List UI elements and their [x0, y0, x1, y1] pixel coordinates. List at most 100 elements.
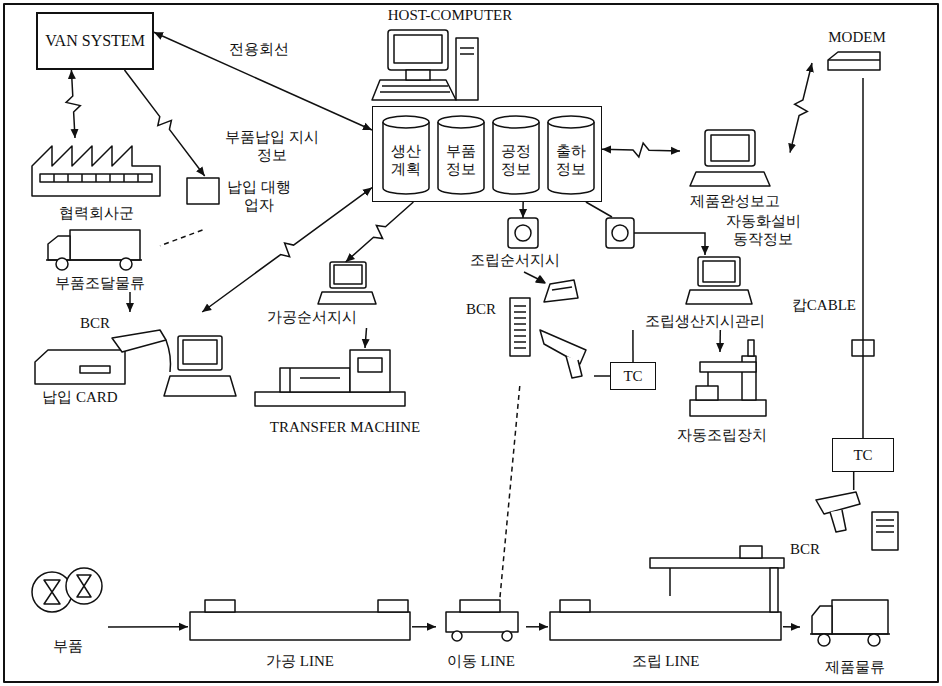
card-station: BCR납입 CARD: [30, 312, 240, 408]
machining-line: 가공 LINE: [188, 598, 412, 670]
assembly-order-device: 조립순서지시: [450, 218, 580, 308]
connector: [853, 472, 855, 490]
cylinder-outline: [493, 116, 539, 128]
completion-terminal-label: 제품완성보고: [690, 192, 780, 210]
conveyor: [502, 631, 512, 641]
barcode-gun: [876, 525, 894, 527]
truck-icon: [56, 258, 68, 270]
modem: MODEM: [812, 28, 902, 78]
conveyor: [550, 612, 781, 640]
barcode-reader-label: BCR: [466, 300, 506, 318]
transfer-line-label: 이동 LINE: [447, 652, 515, 670]
barcode-reader: BCR: [790, 490, 905, 560]
terminal-icon: [690, 172, 770, 186]
parts-icon: [77, 575, 91, 597]
agent-box: [187, 178, 219, 204]
assembly-order-device-label: 조립순서지시: [450, 251, 580, 269]
card-reader-station: [35, 350, 125, 384]
database-cylinder-label: 부품 정보: [444, 142, 478, 178]
card-reader-station: [178, 336, 222, 370]
connector: [632, 330, 634, 362]
truck-icon: [818, 634, 830, 646]
truck-icon: [48, 236, 70, 260]
connector: [522, 202, 524, 218]
card-reader-station: [183, 340, 217, 364]
crane: [669, 568, 671, 596]
connector: [346, 202, 414, 262]
connector: [526, 626, 548, 628]
assembly-line: 조립 LINE: [548, 598, 783, 670]
dashed-link: [500, 386, 520, 598]
connector-label: 캅CABLE: [780, 296, 858, 314]
factory-icon: [32, 146, 160, 196]
barcode-sheet: [514, 323, 526, 325]
connector: [594, 375, 610, 377]
factory-icon: [40, 174, 152, 182]
parts-truck-label: 부품조달물류: [55, 274, 145, 292]
assembly-control-terminal-label: 조립생산지시관리: [645, 312, 765, 330]
database-cylinder: 공정 정보: [491, 115, 541, 195]
parts-icon: [66, 568, 102, 604]
barcode-gun: [540, 330, 586, 364]
conveyor: [190, 612, 410, 640]
terminal-icon: [698, 257, 740, 286]
transfer-machine-icon: [358, 358, 382, 372]
assembly-machine-icon: [696, 386, 718, 400]
terminal-icon: [334, 265, 362, 284]
machining-terminal-label: 가공순서지시: [262, 308, 362, 326]
barcode-gun: [540, 330, 586, 378]
dashed-link: [160, 230, 203, 246]
barcode-gun: [872, 512, 898, 550]
barcode-sheet: [510, 298, 530, 356]
transfer-machine-icon: [255, 350, 405, 406]
terminal-icon: [705, 130, 755, 166]
connector: [129, 292, 131, 312]
cylinder-outline: [548, 116, 594, 128]
modem-icon: [828, 52, 880, 70]
instruction-device: [612, 225, 628, 241]
connector: [862, 78, 864, 438]
parts-icon: 부품: [28, 555, 108, 655]
crane: [740, 546, 762, 558]
transfer-machine-label: TRANSFER MACHINE: [270, 418, 420, 436]
computer-icon: [372, 80, 456, 100]
conveyor: [205, 600, 235, 612]
card-reader-station: [35, 330, 236, 396]
van-system-box-label: VAN SYSTEM: [45, 32, 145, 50]
connector-label: 자동화설비 동작정보: [716, 212, 810, 248]
barcode-sheet: [514, 317, 526, 319]
barcode-sheet: [514, 341, 526, 343]
connector-label: 전용회선: [222, 40, 296, 58]
cylinder-outline: [438, 116, 484, 128]
factory-icon: [53, 174, 55, 182]
truck-icon: [70, 230, 140, 260]
terminal-icon: [711, 135, 749, 161]
parts-icon: [32, 568, 102, 612]
terminal-icon: [686, 257, 752, 304]
transfer-machine-icon: [300, 377, 340, 379]
product-truck-label: 제품물류: [825, 658, 885, 676]
connector: [790, 63, 812, 153]
delivery-agent-label: 납입 대행업자: [222, 178, 296, 214]
connector: [108, 626, 188, 628]
assembly-machine-icon: [690, 400, 766, 416]
connector: [125, 70, 205, 176]
truck-icon: [832, 600, 888, 634]
terminal-icon: [318, 262, 376, 304]
card-station-label: 납입 CARD: [30, 388, 130, 406]
computer-icon: [460, 47, 474, 49]
barcode-sheet: [514, 335, 526, 337]
terminal-controller: TC: [832, 438, 894, 472]
computer-icon: [456, 38, 478, 100]
computer-icon: [394, 35, 442, 63]
modem-label: MODEM: [828, 28, 886, 46]
barcode-sheet: [514, 311, 526, 313]
connector: [412, 626, 436, 628]
card-reader-station: [166, 340, 171, 372]
conveyor: [452, 631, 462, 641]
terminal-icon: [330, 262, 366, 288]
connector: [154, 32, 372, 130]
connector: [783, 626, 800, 628]
barcode-gun: [816, 492, 898, 550]
card-reader-station: [164, 376, 236, 396]
